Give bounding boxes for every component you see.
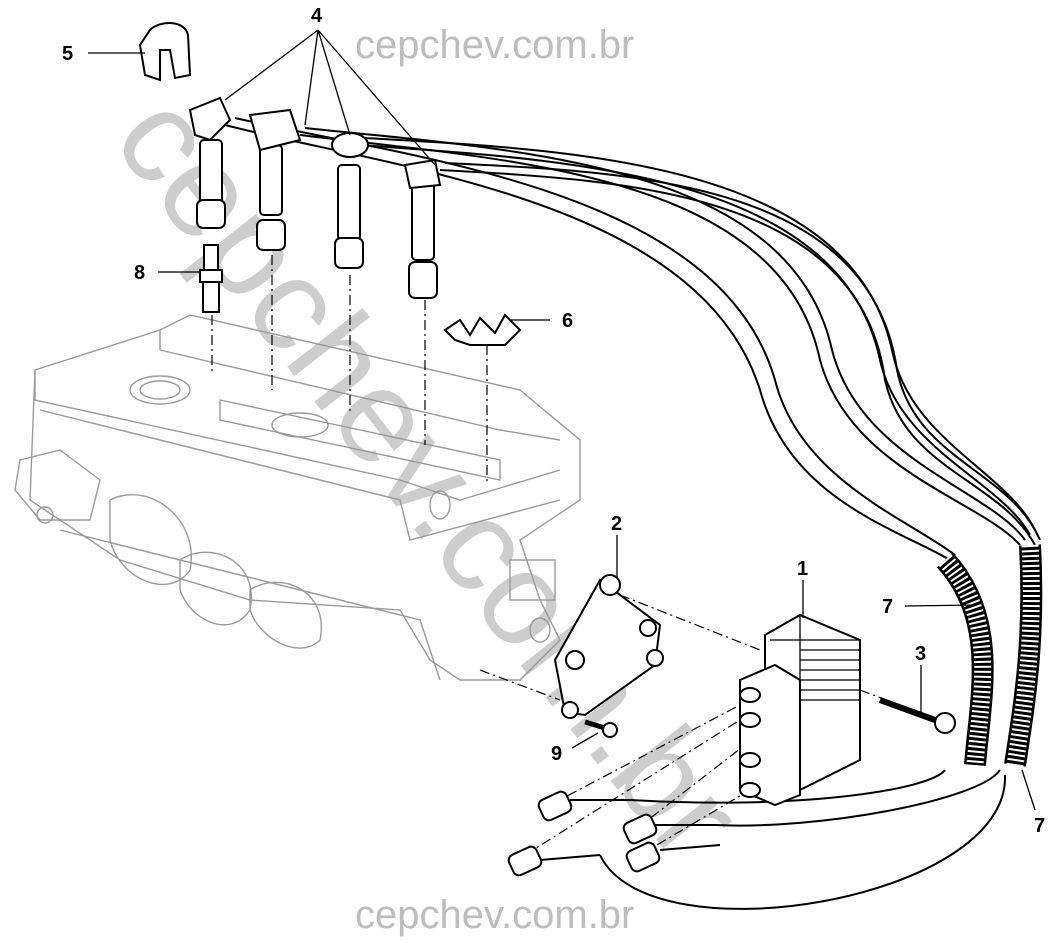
callout-5: 5: [62, 43, 73, 65]
wire-clip: [138, 22, 192, 82]
spark-plug-wires: [224, 117, 1041, 910]
callout-7a: 7: [882, 596, 893, 618]
watermark-bottom: cepchev.com.br: [355, 893, 634, 937]
alignment-lines: [211, 255, 901, 856]
engine-block: [14, 314, 581, 681]
callout-4: 4: [311, 5, 323, 27]
leader-lines: [88, 29, 1036, 811]
wire-conduits: [936, 544, 1043, 767]
callout-3: 3: [915, 643, 926, 665]
plug-boots: [188, 96, 442, 299]
watermark-top: cepchev.com.br: [355, 23, 634, 67]
coil-bracket: [553, 574, 664, 719]
spark-plug: [199, 244, 223, 313]
callout-2: 2: [611, 513, 622, 535]
coil-bolt: [878, 697, 956, 734]
callout-8: 8: [134, 262, 145, 284]
wire-holder: [443, 313, 522, 346]
callout-7b: 7: [1034, 815, 1045, 837]
callout-6: 6: [562, 310, 573, 332]
bracket-bolt: [584, 719, 618, 738]
callout-9: 9: [551, 743, 562, 765]
ignition-coil: [739, 613, 861, 807]
callout-1: 1: [797, 558, 808, 580]
coil-boots: [507, 790, 721, 877]
